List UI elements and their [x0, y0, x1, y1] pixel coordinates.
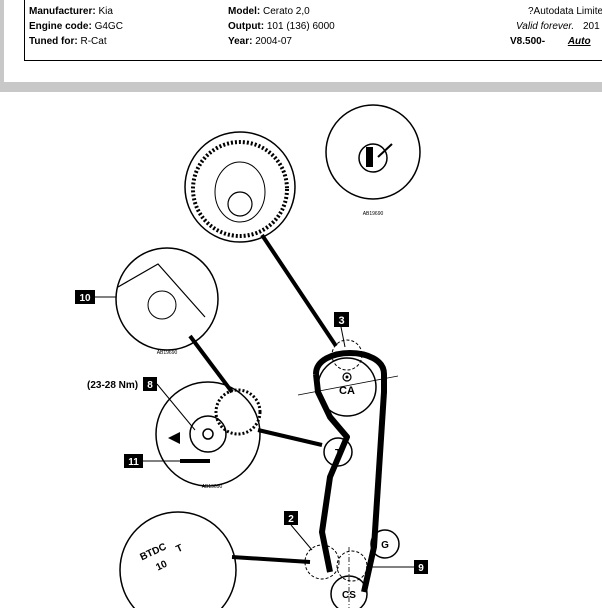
left-margin-bar: [0, 0, 4, 82]
camshaft-hub-dot: [345, 375, 349, 379]
model-label: Model:: [228, 6, 261, 17]
engine-code-row: Engine code: G4GC: [29, 21, 123, 33]
ref-code-tensioner: AB19690: [202, 484, 223, 490]
callout-11: 11: [124, 454, 143, 468]
output-label: Output:: [228, 21, 265, 32]
callout-2: 2: [284, 511, 298, 525]
camshaft-detail-lobe: [214, 161, 266, 223]
crank-mark-circle-right: [336, 550, 368, 582]
tuned-for-row: Tuned for: R-Cat: [29, 36, 107, 48]
label-tensioner: T: [335, 448, 341, 459]
camshaft-detail-ring: [191, 140, 289, 238]
leader-camshaft-detail: [260, 233, 338, 348]
model-row: Model: Cerato 2,0: [228, 6, 310, 18]
camshaft-detail-circle: [184, 131, 296, 243]
section-divider: [0, 82, 602, 92]
autodata-logo: Auto: [567, 36, 591, 47]
version-row: V8.500- Auto: [510, 36, 591, 48]
callout-10: 10: [75, 290, 95, 304]
ref-code-detail-10: AB19690: [157, 350, 178, 356]
camshaft-centerline: [297, 375, 399, 396]
tuned-for-value: R-Cat: [80, 36, 107, 47]
camshaft-end-arrow: [377, 143, 393, 158]
svg-text:10: 10: [154, 559, 169, 574]
manufacturer-label: Manufacturer:: [29, 6, 96, 17]
output-row: Output: 101 (136) 6000: [228, 21, 335, 33]
validity-row: Valid forever. 201: [516, 21, 600, 33]
tensioner-detail-gear: [214, 388, 262, 436]
manufacturer-row: Manufacturer: Kia: [29, 6, 113, 18]
year-label: Year:: [228, 36, 253, 47]
callout-8: 8: [143, 377, 157, 391]
label-crankshaft: CS: [342, 590, 356, 601]
leader-callout-3: [340, 326, 346, 348]
valid-year: 201: [582, 21, 600, 32]
idler-pulley: [370, 529, 400, 559]
engine-code-label: Engine code:: [29, 21, 92, 32]
output-value: 101 (136) 6000: [266, 21, 335, 32]
leader-callout-8: [156, 383, 196, 431]
camshaft-mark-circle: [331, 339, 363, 371]
engine-code-value: G4GC: [94, 21, 123, 32]
svg-text:9: 9: [418, 563, 424, 574]
year-value: 2004-07: [255, 36, 292, 47]
tuned-for-label: Tuned for:: [29, 36, 78, 47]
vehicle-info-header: Manufacturer: Kia Engine code: G4GC Tune…: [24, 0, 602, 61]
svg-text:2: 2: [288, 514, 294, 525]
ref-code-top: AB19690: [363, 211, 384, 217]
callout-9: 9: [414, 560, 428, 574]
leader-callout-2: [290, 524, 313, 551]
detail-10-circle: [115, 247, 219, 351]
camshaft-detail-hub: [227, 191, 253, 217]
svg-text:T: T: [175, 543, 185, 556]
label-idler: G: [381, 540, 389, 551]
label-camshaft: CA: [339, 385, 355, 397]
leader-crank-detail: [231, 555, 311, 564]
svg-text:3: 3: [338, 315, 344, 327]
callout-3: 3: [334, 312, 349, 327]
camshaft-end-slot: [366, 147, 373, 167]
leader-detail-10: [188, 334, 234, 394]
camshaft-end-bore: [358, 143, 388, 173]
camshaft-pulley: [317, 357, 377, 417]
tensioner-detail-bolt: [202, 428, 214, 440]
crank-mark-circle-left: [304, 544, 340, 580]
crank-timing-scale: BTDC 10 T: [138, 541, 185, 574]
model-value: Cerato 2,0: [263, 6, 310, 17]
leader-tensioner: [257, 428, 323, 447]
valid-label: Valid forever.: [516, 21, 575, 32]
tensioner-pulley: [323, 437, 353, 467]
tensioner-pointer: [180, 459, 210, 463]
svg-text:10: 10: [79, 293, 91, 304]
torque-spec: (23-28 Nm): [87, 380, 138, 391]
detail-10-bore: [147, 290, 177, 320]
tensioner-detail-circle: [155, 381, 261, 487]
crankshaft-sprocket: [330, 575, 368, 608]
camshaft-hub: [342, 372, 352, 382]
svg-text:11: 11: [128, 457, 139, 468]
version-text: V8.500-: [510, 36, 546, 47]
tensioner-arrow: [168, 432, 180, 444]
camshaft-end-detail: [325, 104, 421, 200]
svg-text:8: 8: [147, 380, 153, 391]
crank-scale-circle: [119, 511, 237, 608]
year-row: Year: 2004-07: [228, 36, 292, 48]
tensioner-detail-hub: [189, 415, 227, 453]
timing-belt-diagram: 3 10 8 11 2 9 (23-28 Nm) CA T G CS AB196…: [75, 104, 428, 608]
copyright-text: ?Autodata Limite: [528, 6, 602, 17]
manufacturer-value: Kia: [98, 6, 113, 17]
detail-10-edge: [117, 263, 206, 318]
